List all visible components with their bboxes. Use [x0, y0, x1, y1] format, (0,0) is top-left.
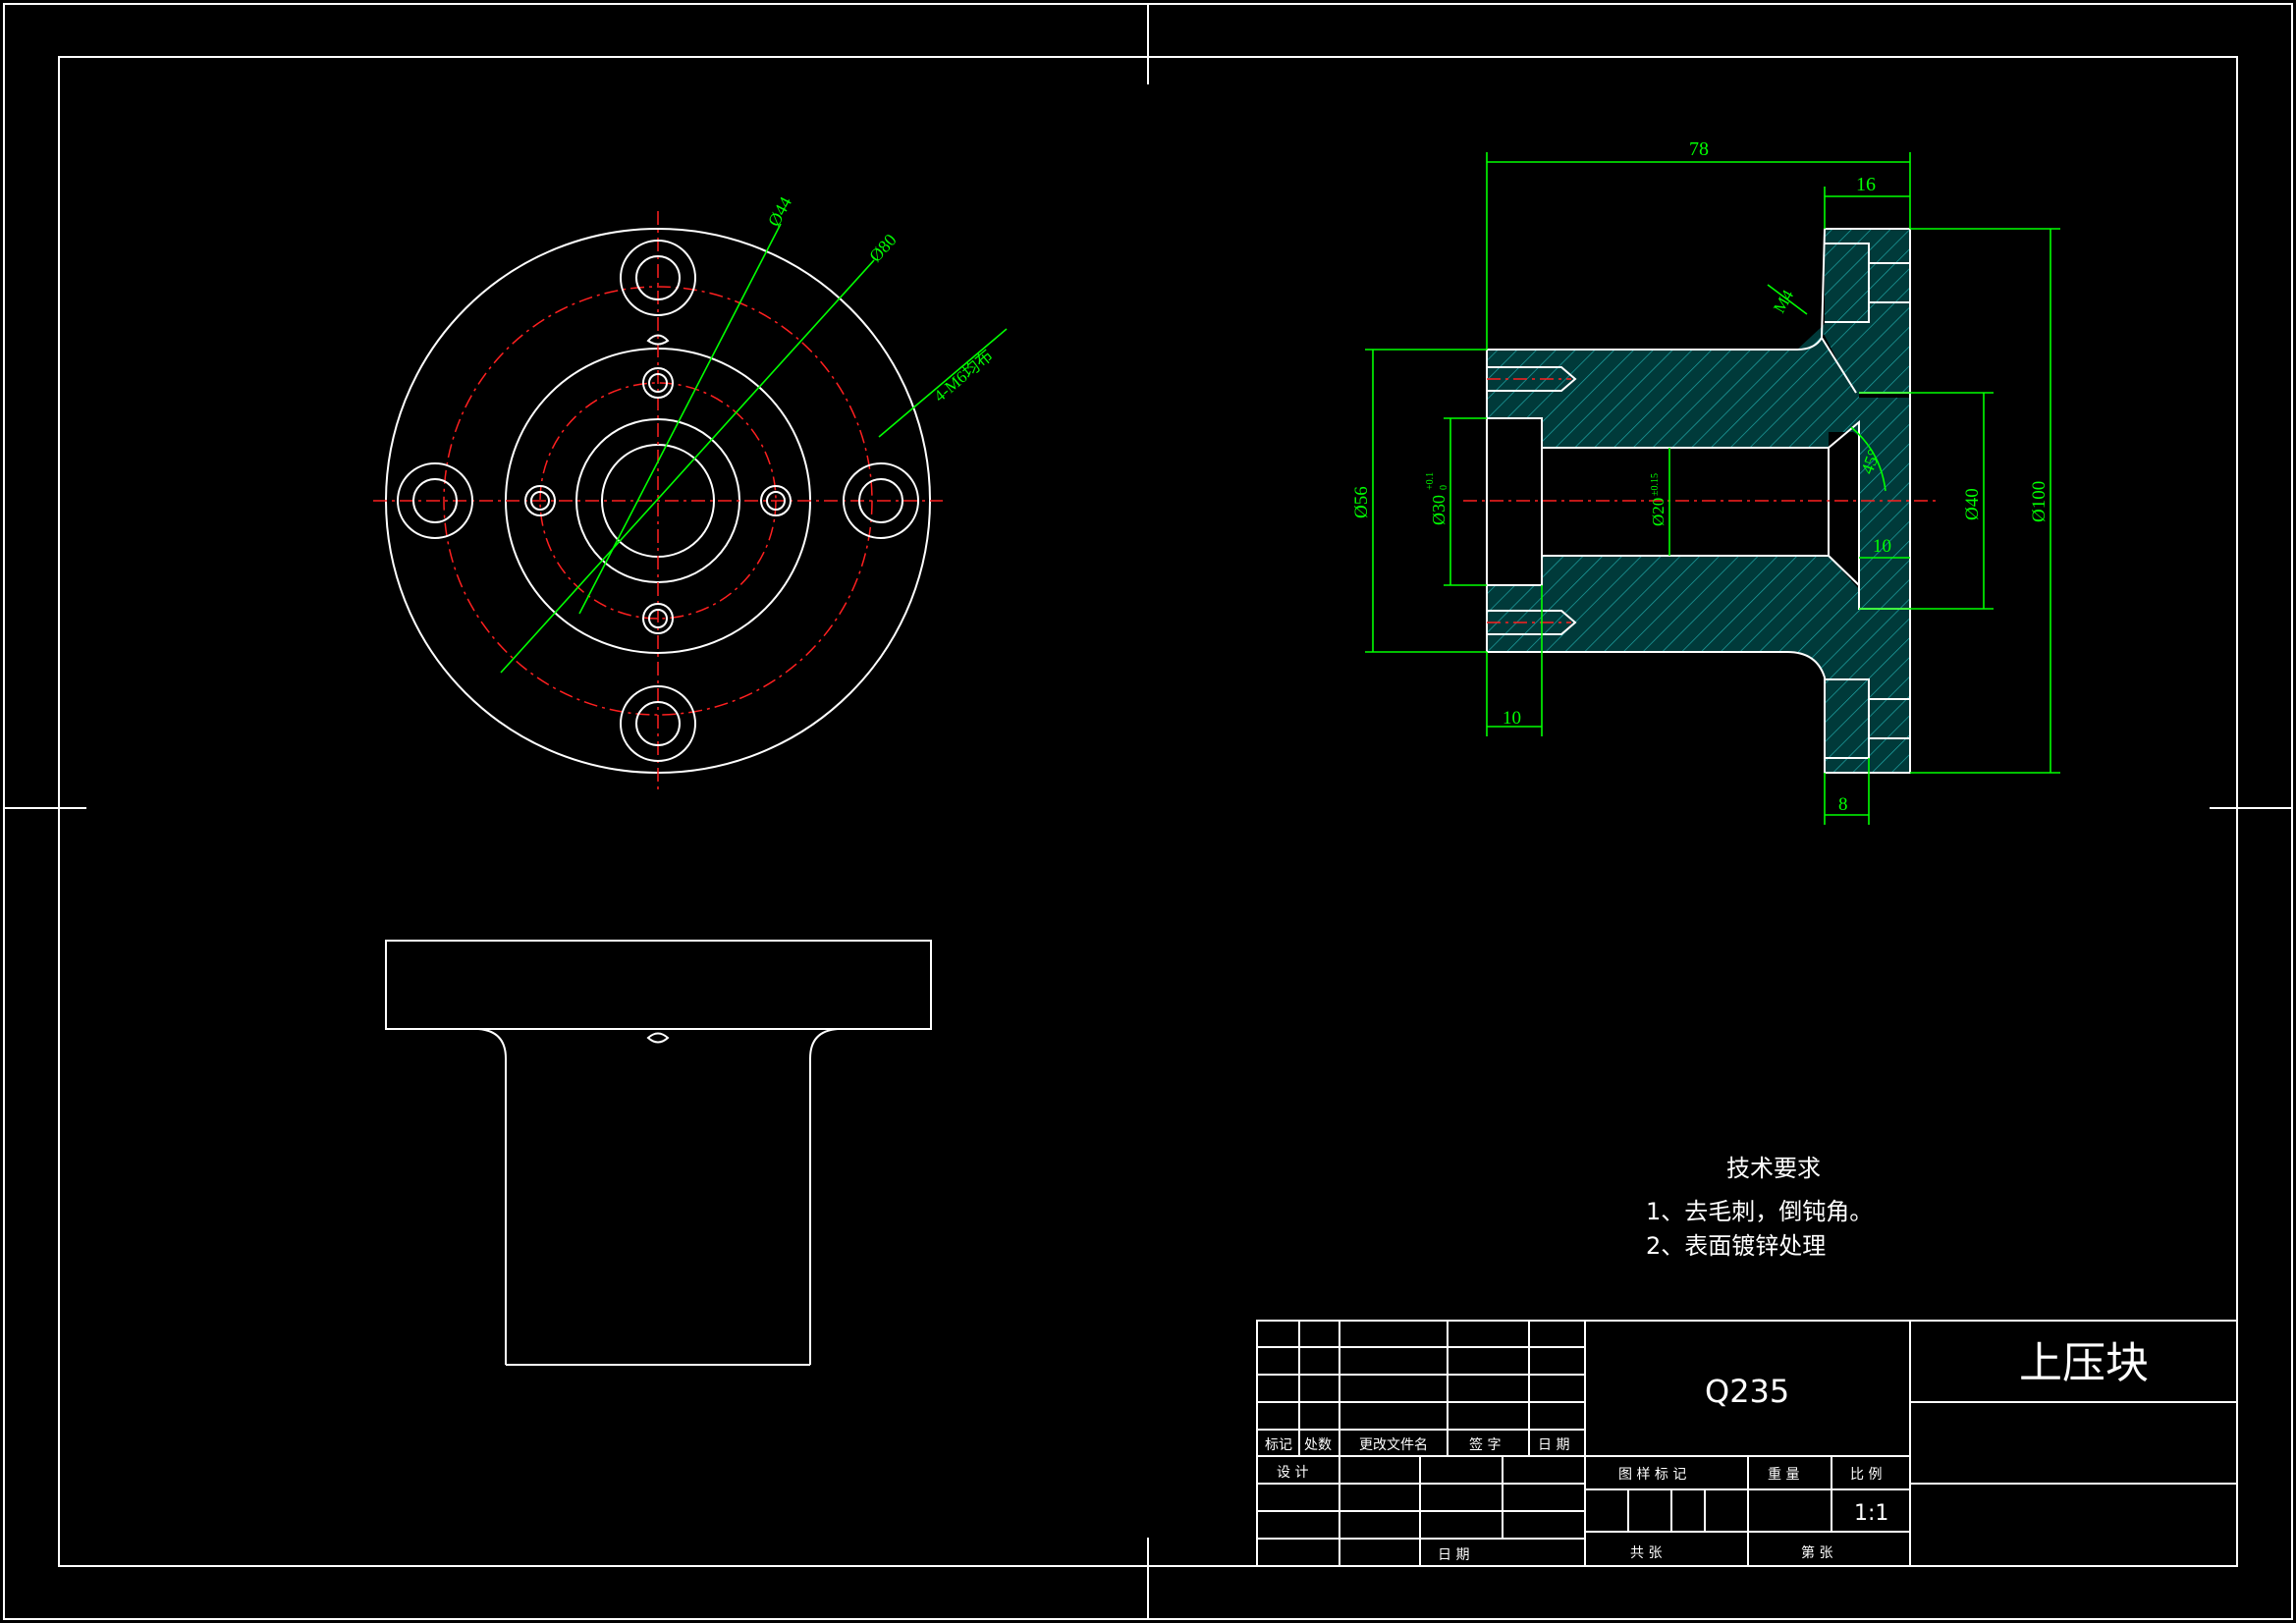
dim-d20: Ø20 ±0.15 — [1649, 473, 1667, 526]
side-hub — [477, 1028, 839, 1366]
tech-item-1: 1、去毛刺，倒钝角。 — [1646, 1198, 1873, 1225]
dim-8: 8 — [1838, 794, 1848, 815]
dim-16: 16 — [1856, 174, 1876, 195]
section-dimensions — [1365, 152, 2060, 825]
tb-ratio: 比 例 — [1850, 1467, 1882, 1483]
dim-d44: Ø44 — [764, 193, 795, 230]
svg-text:0: 0 — [1439, 485, 1449, 490]
svg-text:+0.1: +0.1 — [1425, 472, 1436, 490]
dim-78: 78 — [1689, 138, 1709, 160]
dim-holes: 4-M6均布 — [930, 346, 996, 406]
svg-text:Ø20: Ø20 — [1649, 498, 1667, 526]
dim-m4: M4 — [1770, 287, 1798, 316]
section-hatch — [1487, 229, 1910, 609]
tb-part-name: 上压块 — [2019, 1338, 2149, 1388]
tb-doc: 更改文件名 — [1359, 1437, 1428, 1453]
m6-holes — [524, 367, 792, 634]
tech-heading: 技术要求 — [1726, 1155, 1821, 1182]
dim-d56: Ø56 — [1351, 486, 1372, 518]
side-hole-mark — [646, 1032, 670, 1044]
side-view — [385, 940, 932, 1366]
dim-d30: Ø30 +0.1 0 — [1425, 472, 1449, 525]
tb-design: 设 计 — [1277, 1465, 1308, 1481]
tb-weight: 重 量 — [1768, 1467, 1799, 1483]
dim-d100: Ø100 — [2029, 481, 2050, 522]
tb-total: 共 张 — [1630, 1545, 1662, 1561]
side-flange — [385, 940, 932, 1030]
svg-text:Ø30: Ø30 — [1429, 495, 1449, 525]
tb-drawing-mark: 图 样 标 记 — [1618, 1467, 1686, 1483]
tech-item-2: 2、表面镀锌处理 — [1646, 1232, 1826, 1260]
leader-d80 — [500, 259, 875, 674]
tb-mark: 标记 — [1265, 1437, 1292, 1453]
tb-sheet: 第 张 — [1801, 1544, 1832, 1561]
dim-d40: Ø40 — [1962, 488, 1983, 520]
tb-material: Q235 — [1705, 1373, 1789, 1410]
tb-scale-value: 1:1 — [1854, 1501, 1888, 1526]
tb-count: 处数 — [1304, 1437, 1332, 1453]
outer-frame — [3, 3, 2293, 1620]
tb-sign: 签 字 — [1469, 1436, 1501, 1453]
m4-hole-mark — [646, 334, 670, 346]
dim-d80: Ø80 — [865, 230, 901, 265]
leader-m6 — [878, 328, 1008, 438]
counterbore-holes — [397, 240, 919, 762]
tb-date2: 日 期 — [1438, 1547, 1469, 1563]
dim-10b: 10 — [1503, 708, 1521, 729]
title-block: 标记 处数 更改文件名 签 字 日 期 设 计 日 期 Q235 图 样 标 记… — [1256, 1320, 2238, 1567]
svg-text:±0.15: ±0.15 — [1650, 473, 1661, 496]
tb-date: 日 期 — [1538, 1437, 1569, 1453]
front-view: Ø44 Ø80 4-M6均布 — [373, 193, 1008, 790]
tech-requirements: 技术要求 1、去毛刺，倒钝角。 2、表面镀锌处理 — [1646, 1155, 1873, 1260]
section-view: 78 16 M4 Ø56 Ø30 +0.1 0 Ø20 ±0.15 45° Ø4… — [1351, 138, 2060, 825]
dim-10a: 10 — [1873, 536, 1891, 557]
